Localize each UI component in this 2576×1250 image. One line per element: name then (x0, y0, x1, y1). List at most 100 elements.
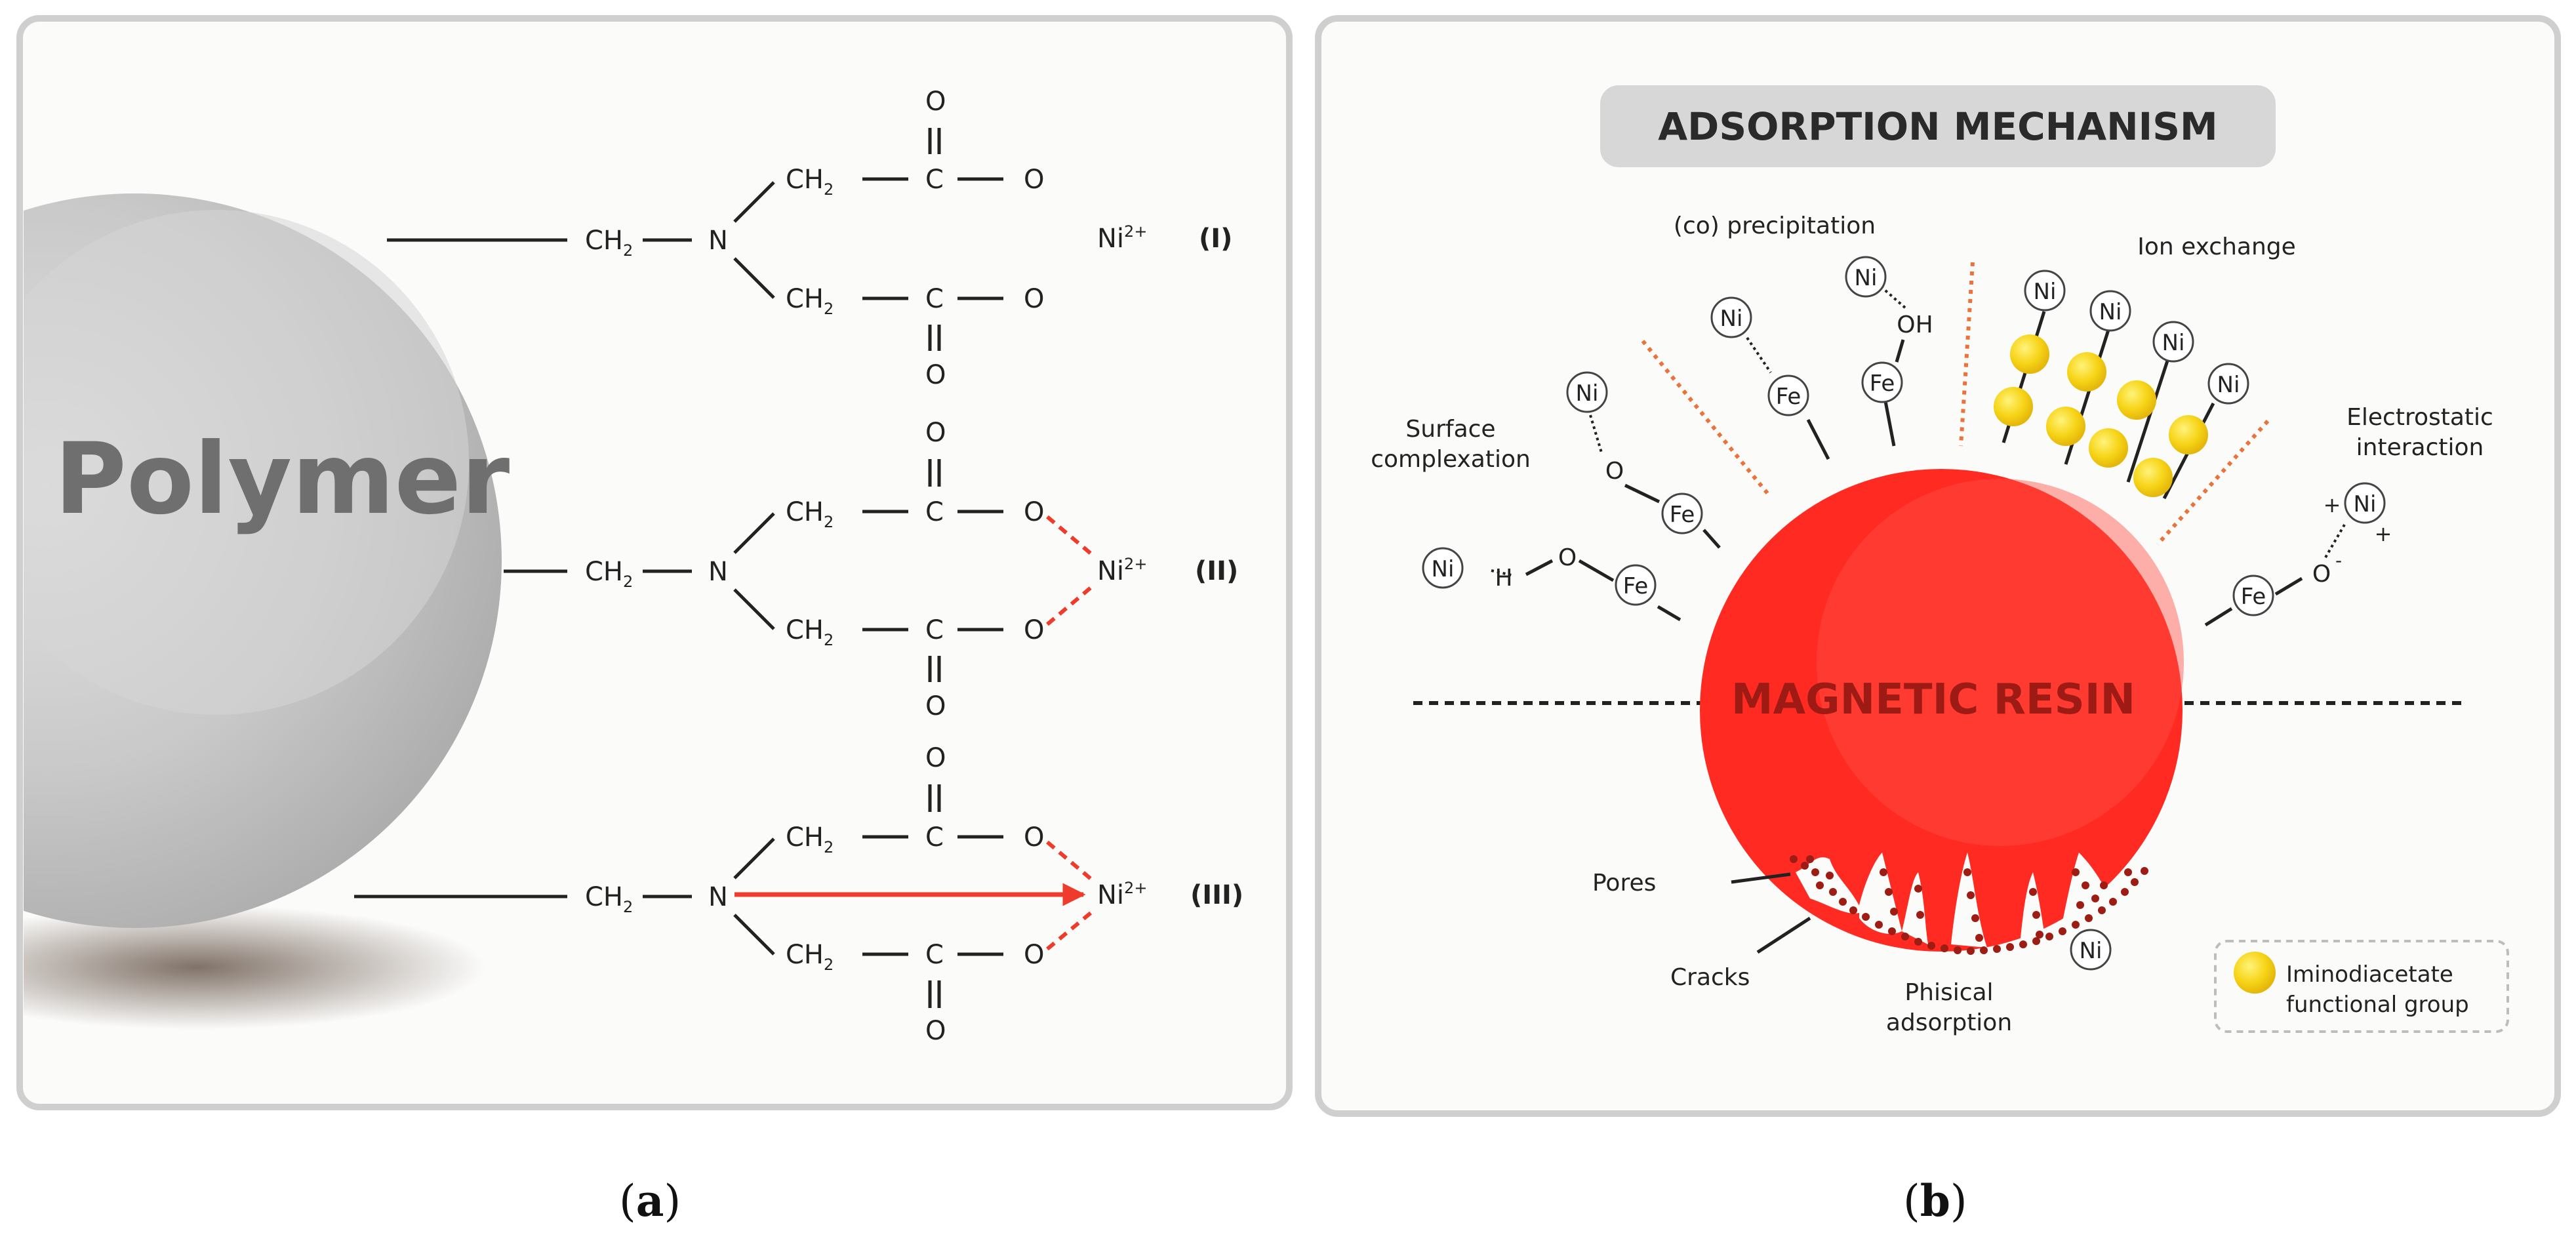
resin-highlight (1817, 479, 2184, 846)
o-atom: O (925, 360, 946, 390)
physical-adsorption-label-1: Phisical (1904, 979, 1993, 1006)
svg-text:interaction: interaction (2356, 434, 2484, 461)
svg-text:Ni: Ni (2099, 299, 2122, 325)
structure-row-3 (354, 784, 1003, 1008)
legend: Iminodiacetate functional group (2214, 940, 2509, 1033)
svg-text:Fe: Fe (1776, 384, 1801, 410)
ni-atom (2344, 482, 2386, 524)
o-atom: O (925, 691, 946, 721)
n-atom: N (708, 557, 728, 587)
svg-text:Fe: Fe (1623, 573, 1649, 599)
o-atom: O (925, 87, 946, 117)
iminodiacetate-balls (1994, 334, 2208, 497)
o-atom: O (1024, 165, 1044, 195)
c-atom: C (925, 165, 944, 195)
svg-text:OH: OH (1897, 312, 1933, 338)
electrostatic-interaction: Electrostatic interaction Fe O - Ni + + (2204, 404, 2493, 627)
svg-text:(co) precipitation: (co) precipitation (1674, 212, 1876, 239)
ni-atom (1710, 296, 1752, 338)
svg-text:Fe: Fe (1670, 502, 1695, 528)
polymer-shadow (24, 905, 485, 1030)
o-atom: O (1024, 284, 1044, 314)
c-atom: C (925, 615, 944, 645)
c-atom: C (925, 940, 944, 970)
structure-row-1 (387, 128, 1003, 351)
fe-atom (1661, 493, 1703, 534)
c-atom: C (925, 497, 944, 527)
svg-text:Electrostatic: Electrostatic (2346, 404, 2493, 431)
svg-text:Ni: Ni (2034, 279, 2057, 305)
structure-label-1: (I) (1199, 224, 1232, 254)
ch2-label: CH2 (585, 226, 633, 260)
svg-text:Ni: Ni (2162, 330, 2185, 356)
structure-row-2 (504, 459, 1003, 682)
ni-atom (2207, 363, 2249, 405)
svg-text:O: O (2312, 561, 2331, 588)
svg-text:H: H (1495, 565, 1512, 592)
legend-swatch (2234, 952, 2276, 994)
svg-text:Fe: Fe (1870, 371, 1895, 397)
polymer-label: Polymer (54, 422, 510, 536)
ch2-label: CH2 (786, 822, 834, 857)
coordination-bonds-2 (1046, 515, 1095, 626)
physical-adsorption-label-2: adsorption (1886, 1009, 2012, 1036)
o-atom: O (925, 743, 946, 773)
svg-text:+: + (2324, 493, 2341, 517)
ni-atom (2070, 929, 2112, 971)
svg-text:Ni: Ni (1432, 556, 1455, 582)
ch2-label: CH2 (786, 165, 834, 199)
svg-text:Fe: Fe (2241, 584, 2266, 610)
co-precipitation: (co) precipitation Ni Fe Ni OH Fe (1674, 212, 1933, 460)
ni-atom (1422, 547, 1464, 589)
ch2-label: CH2 (786, 497, 834, 531)
title-pill (1600, 85, 2276, 167)
svg-text:O: O (1558, 544, 1577, 571)
structure-label-3: (III) (1190, 880, 1243, 910)
structure-label-2: (II) (1195, 556, 1238, 586)
svg-text:Ni: Ni (2354, 491, 2377, 517)
ion-exchange: Ion exchange Ni Ni Ni Ni (1994, 233, 2296, 500)
coordination-bonds-3 (1046, 840, 1095, 951)
svg-text:Ni: Ni (2217, 372, 2240, 398)
legend-text-1: Iminodiacetate (2286, 961, 2453, 988)
o-atom: O (1024, 822, 1044, 853)
legend-box (2214, 940, 2509, 1033)
svg-text:complexation: complexation (1371, 446, 1531, 473)
c-atom: C (925, 822, 944, 853)
svg-text:Ni: Ni (1576, 380, 1599, 407)
caption-a: (a) (619, 1175, 681, 1226)
svg-text:Ion exchange: Ion exchange (2137, 233, 2296, 260)
o-atom: O (925, 418, 946, 448)
ni-ion: Ni2+ (1097, 555, 1147, 586)
panel-b-title: ADSORPTION MECHANISM (1658, 104, 2217, 149)
cracks-label: Cracks (1670, 964, 1750, 991)
n-atom: N (708, 882, 728, 912)
ch2-label: CH2 (585, 557, 633, 591)
ni-atom (1845, 256, 1887, 298)
polymer-sphere-highlight (24, 210, 469, 715)
fe-atom (1861, 361, 1903, 403)
pores-label: Pores (1592, 870, 1656, 897)
svg-text:Ni: Ni (1855, 265, 1878, 291)
ni-atom (1566, 371, 1608, 413)
mechanism-dividers (1641, 262, 2270, 546)
ni-atom (2024, 270, 2066, 312)
n-atom: N (708, 226, 728, 256)
panel-b: ADSORPTION MECHANISM MAGNETIC RESIN (1315, 15, 2561, 1117)
resin-label: MAGNETIC RESIN (1731, 675, 2135, 724)
pore-dots (1790, 855, 2148, 955)
ni-atom (2152, 321, 2194, 363)
o-atom: O (925, 1016, 946, 1046)
svg-text:+: + (2375, 521, 2392, 546)
svg-text:Ni: Ni (2080, 938, 2103, 964)
ch2-label: CH2 (786, 615, 834, 649)
magnetic-resin-sphere (1700, 469, 2183, 952)
ni-ion: Ni2+ (1097, 222, 1147, 254)
pores-cracks-labels: Pores Cracks Phisical adsorption Ni (1592, 870, 2112, 1036)
ch2-label: CH2 (585, 882, 633, 916)
surface-complexation: Surface complexation Ni H O Fe Ni O Fe (1371, 371, 1721, 622)
panel-a: Polymer CH2 N CH2 CH2 C C O O O (16, 15, 1293, 1110)
legend-text-2: functional group (2286, 992, 2469, 1018)
ch2-label: CH2 (786, 284, 834, 318)
